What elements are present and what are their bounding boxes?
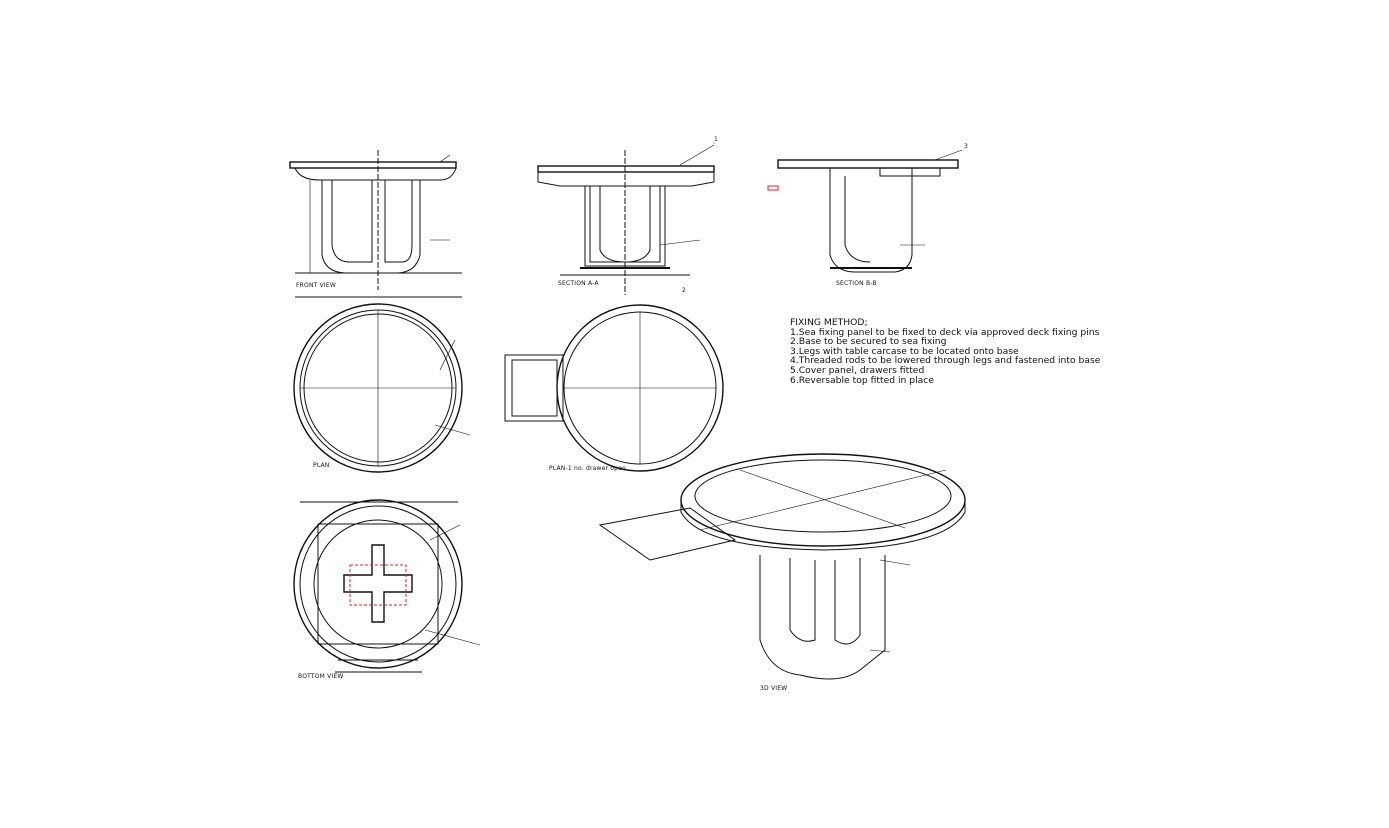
fixing-step: 3.Legs with table carcase to be located … xyxy=(790,345,1019,357)
fixing-step: 5.Cover panel, drawers fitted xyxy=(790,364,925,376)
section-b-drawing xyxy=(767,159,959,273)
bottom-view-label: BOTTOM VIEW xyxy=(298,673,344,680)
3d-view-label: 3D VIEW xyxy=(760,685,788,692)
leader-lines xyxy=(424,144,963,653)
fixing-step: 1.Sea fixing panel to be fixed to deck v… xyxy=(790,326,1100,338)
section-a-label: SECTION A-A xyxy=(558,280,599,287)
front-view-label: FRONT VIEW xyxy=(296,282,337,289)
fixing-step: 4.Threaded rods to be lowered through le… xyxy=(790,355,1101,367)
plan-label: PLAN xyxy=(313,462,330,469)
fixing-step: 2.Base to be secured to sea fixing xyxy=(790,336,947,348)
fixing-method-title: FIXING METHOD; xyxy=(790,317,868,328)
plan-drawing xyxy=(293,296,463,473)
callout-2: 2 xyxy=(682,287,687,294)
section-a-drawing xyxy=(537,142,715,295)
bottom-view-drawing xyxy=(293,499,463,673)
callout-1: 1 xyxy=(714,136,719,143)
fixing-method-notes: FIXING METHOD; 1.Sea fixing panel to be … xyxy=(790,318,1100,385)
plan-drawer-drawing xyxy=(504,304,724,472)
3d-view-drawing xyxy=(598,453,966,680)
fixing-step: 6.Reversable top fitted in place xyxy=(790,374,935,386)
callout-3: 3 xyxy=(964,143,969,150)
front-view-drawing xyxy=(289,150,462,290)
plan-drawer-label: PLAN-1 no. drawer open xyxy=(549,465,627,472)
section-b-label: SECTION B-B xyxy=(836,280,877,287)
